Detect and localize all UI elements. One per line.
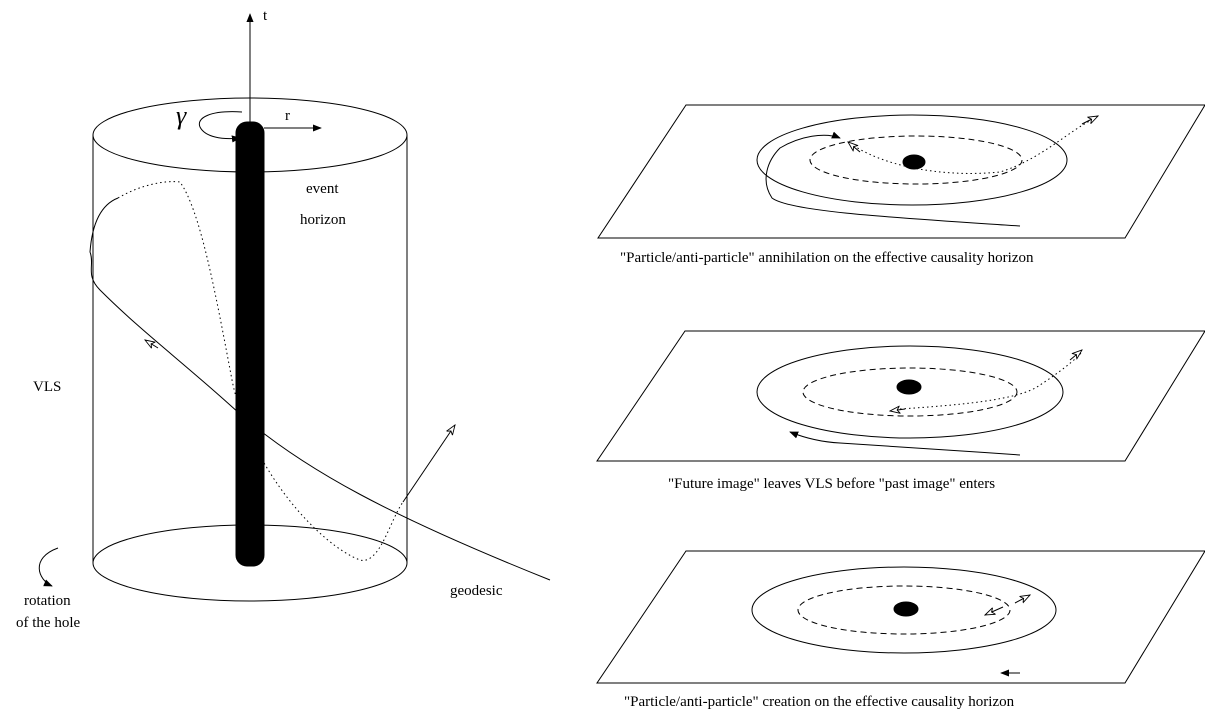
geodesic-label: geodesic <box>450 583 503 599</box>
panel3-arrow-right <box>1014 595 1030 603</box>
rotation-label-line1: rotation <box>24 593 71 609</box>
event-horizon-label-line1: event <box>306 181 339 197</box>
panel-future-image <box>596 330 1205 462</box>
panel3-arrow-left <box>985 606 1004 615</box>
panel2-outgoing-arrow <box>1069 350 1082 361</box>
panel2-inner-arrow <box>890 409 906 411</box>
vls-label: VLS <box>33 379 61 395</box>
rotation-of-hole-arrow <box>38 547 59 587</box>
dotted-geodesic <box>117 181 404 561</box>
event-horizon-label-line2: horizon <box>300 212 346 228</box>
panel2-plane <box>596 330 1205 462</box>
panel2-solid-trajectory <box>789 431 1021 456</box>
panel-creation <box>596 550 1205 684</box>
escaping-geodesic <box>402 425 455 503</box>
vls-solid-trajectory <box>89 197 551 581</box>
r-axis-label: r <box>285 108 290 124</box>
rotation-label-line2: of the hole <box>16 615 80 631</box>
panel1-caption: "Particle/anti-particle" annihilation on… <box>620 250 1034 266</box>
panel2-dashed-ellipse <box>802 367 1018 417</box>
panel2-dotted-path <box>899 351 1083 410</box>
panel1-dashed-ellipse <box>809 135 1023 185</box>
panel3-caption: "Particle/anti-particle" creation on the… <box>624 694 1015 710</box>
panel-annihilation <box>597 104 1205 239</box>
vls-direction-arrow <box>145 340 159 348</box>
t-axis-label: t <box>263 8 268 24</box>
panel1-outer-ellipse <box>756 114 1068 206</box>
panel1-dotted-path <box>849 119 1093 174</box>
gamma-label: γ <box>176 101 187 130</box>
panel3-outer-ellipse <box>751 566 1057 654</box>
panel1-black-hole <box>902 154 926 170</box>
panel1-spiral-trajectory <box>765 131 1021 227</box>
cylinder-figure <box>38 13 551 602</box>
panel2-black-hole <box>896 379 922 395</box>
panel1-plane <box>597 104 1205 239</box>
panel3-dashed-ellipse <box>797 585 1011 635</box>
panel1-inner-arrow <box>848 142 861 153</box>
panel2-outer-ellipse <box>756 345 1064 439</box>
gamma-rotation-arrow <box>198 111 243 143</box>
panel3-black-hole <box>893 601 919 617</box>
event-horizon-rod <box>235 121 265 567</box>
panel2-caption: "Future image" leaves VLS before "past i… <box>668 476 995 492</box>
panel1-outgoing-arrow <box>1081 116 1098 124</box>
panel3-plane <box>596 550 1205 684</box>
